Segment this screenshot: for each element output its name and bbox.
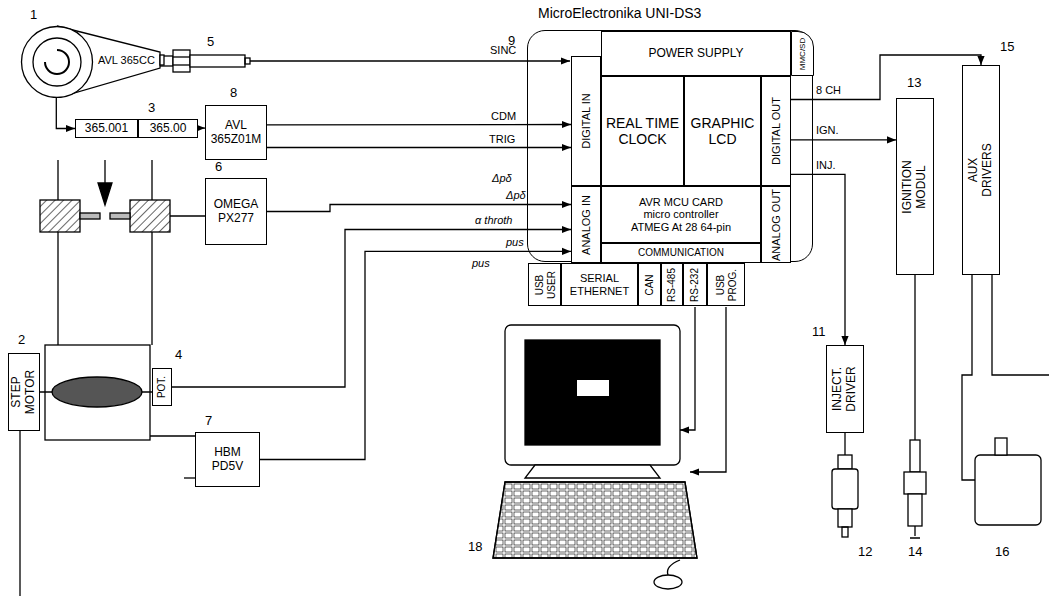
pressure-sensor: AVL 365CC <box>20 22 165 98</box>
board-title: MicroElectronika UNI-DS3 <box>538 5 701 21</box>
signal-label: pus <box>505 236 525 249</box>
callout-number: 18 <box>468 540 482 555</box>
node-text: AVL 365CC <box>98 54 155 67</box>
node-text: CAN <box>644 274 656 295</box>
module-box: AUX DRIVERS <box>962 65 1000 275</box>
module-box: REAL TIME CLOCK <box>601 76 684 186</box>
signal-label: TRIG <box>488 133 516 146</box>
signal-label: SINC <box>490 44 516 57</box>
callout-number: 5 <box>207 35 214 50</box>
signal-label: IGN. <box>815 124 840 137</box>
node-text: GRAPHIC LCD <box>686 115 759 147</box>
module-box: CAN <box>638 263 661 306</box>
node-text: USB USER <box>533 266 556 304</box>
node-text: 365.00 <box>150 122 187 136</box>
signal-wire <box>791 139 896 141</box>
signal-label: α throth <box>474 214 513 227</box>
callout-number: 15 <box>1000 40 1014 55</box>
node-text: RS-232 <box>689 268 701 302</box>
signal-wire <box>267 147 571 149</box>
signal-wire <box>791 174 845 345</box>
module-box: ANALOG IN <box>571 186 601 263</box>
module-box: STEP MOTOR <box>8 353 40 431</box>
module-box: AVL 365Z01M <box>205 105 267 160</box>
callout-number: 4 <box>175 348 182 363</box>
node-text: COMMUNICATION <box>638 247 724 259</box>
module-box: POT. <box>152 368 172 406</box>
node-text: REAL TIME CLOCK <box>603 115 682 147</box>
node-text: RS-485 <box>666 268 678 302</box>
node-text: DIGITAL OUT <box>770 97 783 165</box>
callout-number: 14 <box>908 545 922 560</box>
node-text: AUX DRIVERS <box>967 138 995 202</box>
node-text: HBM PD5V <box>197 446 258 474</box>
signal-label: pus <box>472 257 490 270</box>
module-box: RS-232 <box>683 263 707 306</box>
node-text: DIGITAL IN <box>580 93 593 149</box>
module-box: MMC/SD <box>791 31 814 76</box>
node-text: ANALOG IN <box>580 195 593 255</box>
module-box: AVR MCU CARD micro controller ATMEG At 2… <box>601 186 761 243</box>
callout-number: 16 <box>995 545 1009 560</box>
callout-number: 13 <box>907 76 921 91</box>
module-box: USB PROG. <box>707 263 745 306</box>
callout-number: 2 <box>18 333 25 348</box>
node-text: 365.001 <box>85 122 128 136</box>
node-text: AVR MCU CARD micro controller ATMEG At 2… <box>628 196 734 234</box>
signal-label: Δpδ <box>505 189 527 202</box>
node-text: POT. <box>156 376 168 398</box>
module-box: DIGITAL IN <box>571 56 601 186</box>
module-box: RS-485 <box>661 263 683 306</box>
signal-wire <box>260 251 571 459</box>
controller-board: MicroElectronika UNI-DS3POWER SUPPLYMMC/… <box>527 30 813 262</box>
signal-label: 8 CH <box>815 84 842 97</box>
signal-label: CDM <box>490 110 517 123</box>
module-box: USB USER <box>528 263 561 306</box>
node-text: INJECT. DRIVER <box>831 358 859 420</box>
module-box: 365.00 <box>138 119 198 138</box>
node-text: STEP MOTOR <box>10 366 38 418</box>
callout-number: 8 <box>230 86 237 101</box>
node-text: AVL 365Z01M <box>207 119 265 147</box>
module-box: SERIAL ETHERNET <box>561 263 638 306</box>
node-text: USB PROG. <box>715 266 738 304</box>
callout-number: 1 <box>30 8 37 23</box>
signal-label: INJ. <box>815 159 837 172</box>
node-text: IGNITION MODUL <box>901 152 929 222</box>
signal-label: Δpδ <box>492 172 512 185</box>
module-box: OMEGA PX277 <box>205 178 267 245</box>
callout-number: 11 <box>812 325 826 340</box>
module-box: 365.001 <box>75 119 138 138</box>
module-box: POWER SUPPLY <box>601 31 791 76</box>
callout-number: 12 <box>858 545 872 560</box>
signal-wire <box>56 98 75 129</box>
callout-number: 7 <box>205 414 212 429</box>
module-box: COMMUNICATION <box>601 243 761 263</box>
node-text: MMC/SD <box>798 37 807 69</box>
node-text: SERIAL ETHERNET <box>563 272 636 297</box>
signal-wire <box>267 205 571 212</box>
signal-wire <box>791 55 981 100</box>
module-box: GRAPHIC LCD <box>684 76 761 186</box>
node-text: OMEGA PX277 <box>207 198 265 226</box>
module-box: INJECT. DRIVER <box>826 345 864 433</box>
signal-wire <box>172 230 571 388</box>
node-text: ANALOG OUT <box>770 188 783 260</box>
node-text: POWER SUPPLY <box>648 47 743 61</box>
module-box: ANALOG OUT <box>761 186 791 263</box>
callout-number: 6 <box>215 160 222 175</box>
signal-wire <box>267 124 571 126</box>
module-box: DIGITAL OUT <box>761 76 791 186</box>
signal-wire <box>198 127 205 129</box>
module-box: HBM PD5V <box>195 432 260 487</box>
callout-number: 3 <box>148 101 155 116</box>
module-box: IGNITION MODUL <box>896 98 934 275</box>
